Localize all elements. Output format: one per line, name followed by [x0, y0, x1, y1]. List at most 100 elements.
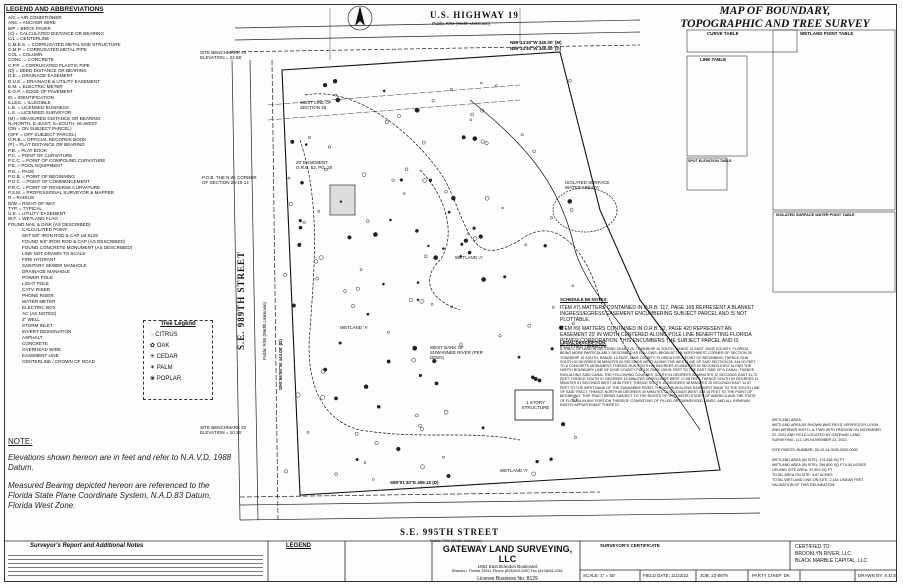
tree-marker: [366, 312, 370, 316]
tree-marker: [451, 195, 456, 201]
wetland-label-1: WETLAND 'A': [455, 255, 483, 260]
legend-item: COL = COLUMN: [8, 52, 43, 58]
legend-item: U.E. = UTILITY EASEMENT: [8, 211, 66, 217]
legend-item: ID = IDENTIFICATION: [8, 94, 54, 100]
tree-marker: [433, 255, 439, 260]
tree-marker: [302, 220, 306, 224]
tree-marker: [355, 286, 360, 291]
road-sub-989th: Public R/W (Width Unknown): [262, 301, 267, 360]
drawn-by: DRAWN BY: S.D.S.: [858, 573, 898, 578]
tree-marker: [416, 298, 420, 302]
legend-item: FOUND 5/8" IRON ROD & CAP (AS DESCRIBED): [22, 239, 126, 244]
legend-item: STORM INLET: [22, 323, 53, 328]
legend-item: L.B. = LICENSED BUSINESS: [8, 105, 69, 111]
tree-marker: [317, 209, 321, 213]
tree-legend-label: POPLAR: [156, 376, 182, 382]
tree-marker: [442, 247, 445, 250]
concrete-pad: [329, 184, 356, 216]
tree-marker: [428, 178, 433, 183]
tree-marker: [459, 342, 463, 347]
legend-item: C/L = CENTERLINE: [8, 36, 50, 42]
legend-item: O.R.B. = OFFICIAL RECORDS BOOK: [8, 136, 87, 142]
tree-marker: [443, 410, 449, 415]
legend-item: R/W = RIGHT-OF-WAY: [8, 200, 56, 206]
tree-marker: [397, 114, 401, 119]
tree-marker: [376, 404, 381, 409]
legend-item: TYP. = TYPICAL: [8, 205, 42, 211]
title-line-1: MAP OF BOUNDARY,: [719, 5, 831, 17]
tree-marker: [334, 396, 338, 401]
tree-marker: [480, 81, 483, 85]
isolated-surface-water: [552, 187, 618, 233]
wetland-table-title: WETLAND POINT TABLE: [800, 31, 854, 36]
tree-marker: [408, 298, 413, 303]
wetland-info-line: 22, 2022 AND FIELD LOCATED BY GATEWAY LA…: [772, 433, 861, 437]
legend-item: L.S. = LICENSED SURVEYOR: [8, 110, 72, 116]
tree-marker: [434, 381, 439, 386]
legend-item: A/C = AIR CONDITIONER: [8, 15, 62, 20]
tree-marker: [374, 441, 379, 446]
tree-marker: [494, 84, 498, 88]
tree-marker: [571, 284, 575, 288]
tree-marker: [472, 226, 476, 230]
tree-marker: [459, 255, 463, 258]
north-bearing-measured: N89°14'40"W 340.00' (M): [510, 40, 562, 45]
wetland-info-line: TOTAL AREA ON SITE: 4.87 ACRES: [772, 473, 833, 477]
south-bearing: S89°01'40"E 459.15 (D): [390, 480, 439, 485]
legend-item: N=NORTH, E=EAST, S=SOUTH, W=WEST: [8, 121, 98, 126]
tree-legend-item: ◌ CITRUS: [150, 332, 212, 339]
tree-marker: [472, 136, 478, 141]
tree-marker: [466, 232, 470, 236]
legend-item: (P) = PLAT DISTANCE OR BEARING: [8, 142, 85, 148]
company-license: License Business No. 8129: [477, 576, 538, 583]
legend-item: FOUND CONCRETE MONUMENT (AS DESCRIBED): [22, 245, 133, 250]
legend-item: E.M. = ELECTRIC METER: [8, 83, 63, 89]
isolated-water-label: ISOLATED SURFACE WATER AREA 'A': [565, 180, 610, 191]
tree-marker: [335, 97, 341, 103]
river-bank-line: [469, 99, 701, 431]
north-bearing-deed: N89°24'40"W 340.00' (D): [510, 46, 562, 51]
scale-label: SCALE: 1" = 50': [583, 573, 616, 578]
tree-marker: [372, 478, 375, 481]
benchmark-1: SITE BENCHMARK #1 ELEVATION = 22.56': [200, 50, 247, 61]
tree-legend-item: ❀ POPLAR: [150, 376, 212, 383]
tree-marker: [386, 359, 391, 364]
tree-icon: ✶: [150, 365, 157, 371]
company-city: Brandon, Florida 33511 Phone (813)643-22…: [452, 569, 563, 574]
pob-label: P.O.B. THE N.W. CORNER OF SECTION 28-10-…: [202, 175, 257, 186]
tree-marker: [318, 255, 324, 261]
parcel-boundary: [281, 51, 721, 496]
tree-marker: [322, 82, 328, 88]
easement-label: 20' EASEMENT O.R.B. 52, PG. 20: [296, 160, 333, 171]
spot-elevation-title: SPOT ELEVATION TABLE: [688, 159, 732, 163]
tree-marker: [567, 199, 573, 204]
tree-legend-title: Tree Legend: [160, 321, 196, 327]
power-easement: [267, 84, 521, 121]
legend-item: W.F. = WETLAND FLAG: [8, 216, 58, 222]
tree-marker: [327, 145, 332, 149]
tree-marker: [373, 232, 378, 237]
structure-label: 1 STORY STRUCTURE: [521, 400, 550, 411]
legend-item: D.E. = DRAINAGE EASEMENT: [8, 73, 73, 79]
tree-marker: [323, 367, 328, 372]
title-line-2: TOPOGRAPHIC AND TREE SURVEY: [680, 18, 870, 30]
tree-marker: [300, 180, 304, 185]
tree-marker: [420, 464, 425, 470]
tree-marker: [366, 219, 370, 223]
legend-item: (D) = DEED DISTANCE OR BEARING: [8, 68, 87, 73]
tree-marker: [338, 341, 342, 345]
legal-title: LEGAL DESCRIPTION:: [560, 340, 607, 345]
tree-marker: [382, 89, 386, 93]
legend-item: P.E. = POOL EQUIPMENT: [8, 163, 63, 169]
tree-marker: [535, 459, 539, 464]
curve-table-title: CURVE TABLE: [707, 31, 739, 36]
tree-marker: [347, 235, 352, 240]
tree-marker: [531, 471, 536, 476]
se-995th-street-road: [239, 491, 761, 521]
legend-item: P.C.C. = POINT OF COMPOUND CURVATURE: [8, 158, 106, 164]
note-bearing: Measured Bearing depicted hereon are ref…: [8, 481, 212, 510]
road-label-us19: U.S. HIGHWAY 19: [430, 10, 519, 20]
party-chief: PARTY CHIEF: DK: [752, 573, 791, 578]
wetland-info-line: UPLAND SITE AREA: 37,903 SQ FT: [772, 468, 833, 472]
